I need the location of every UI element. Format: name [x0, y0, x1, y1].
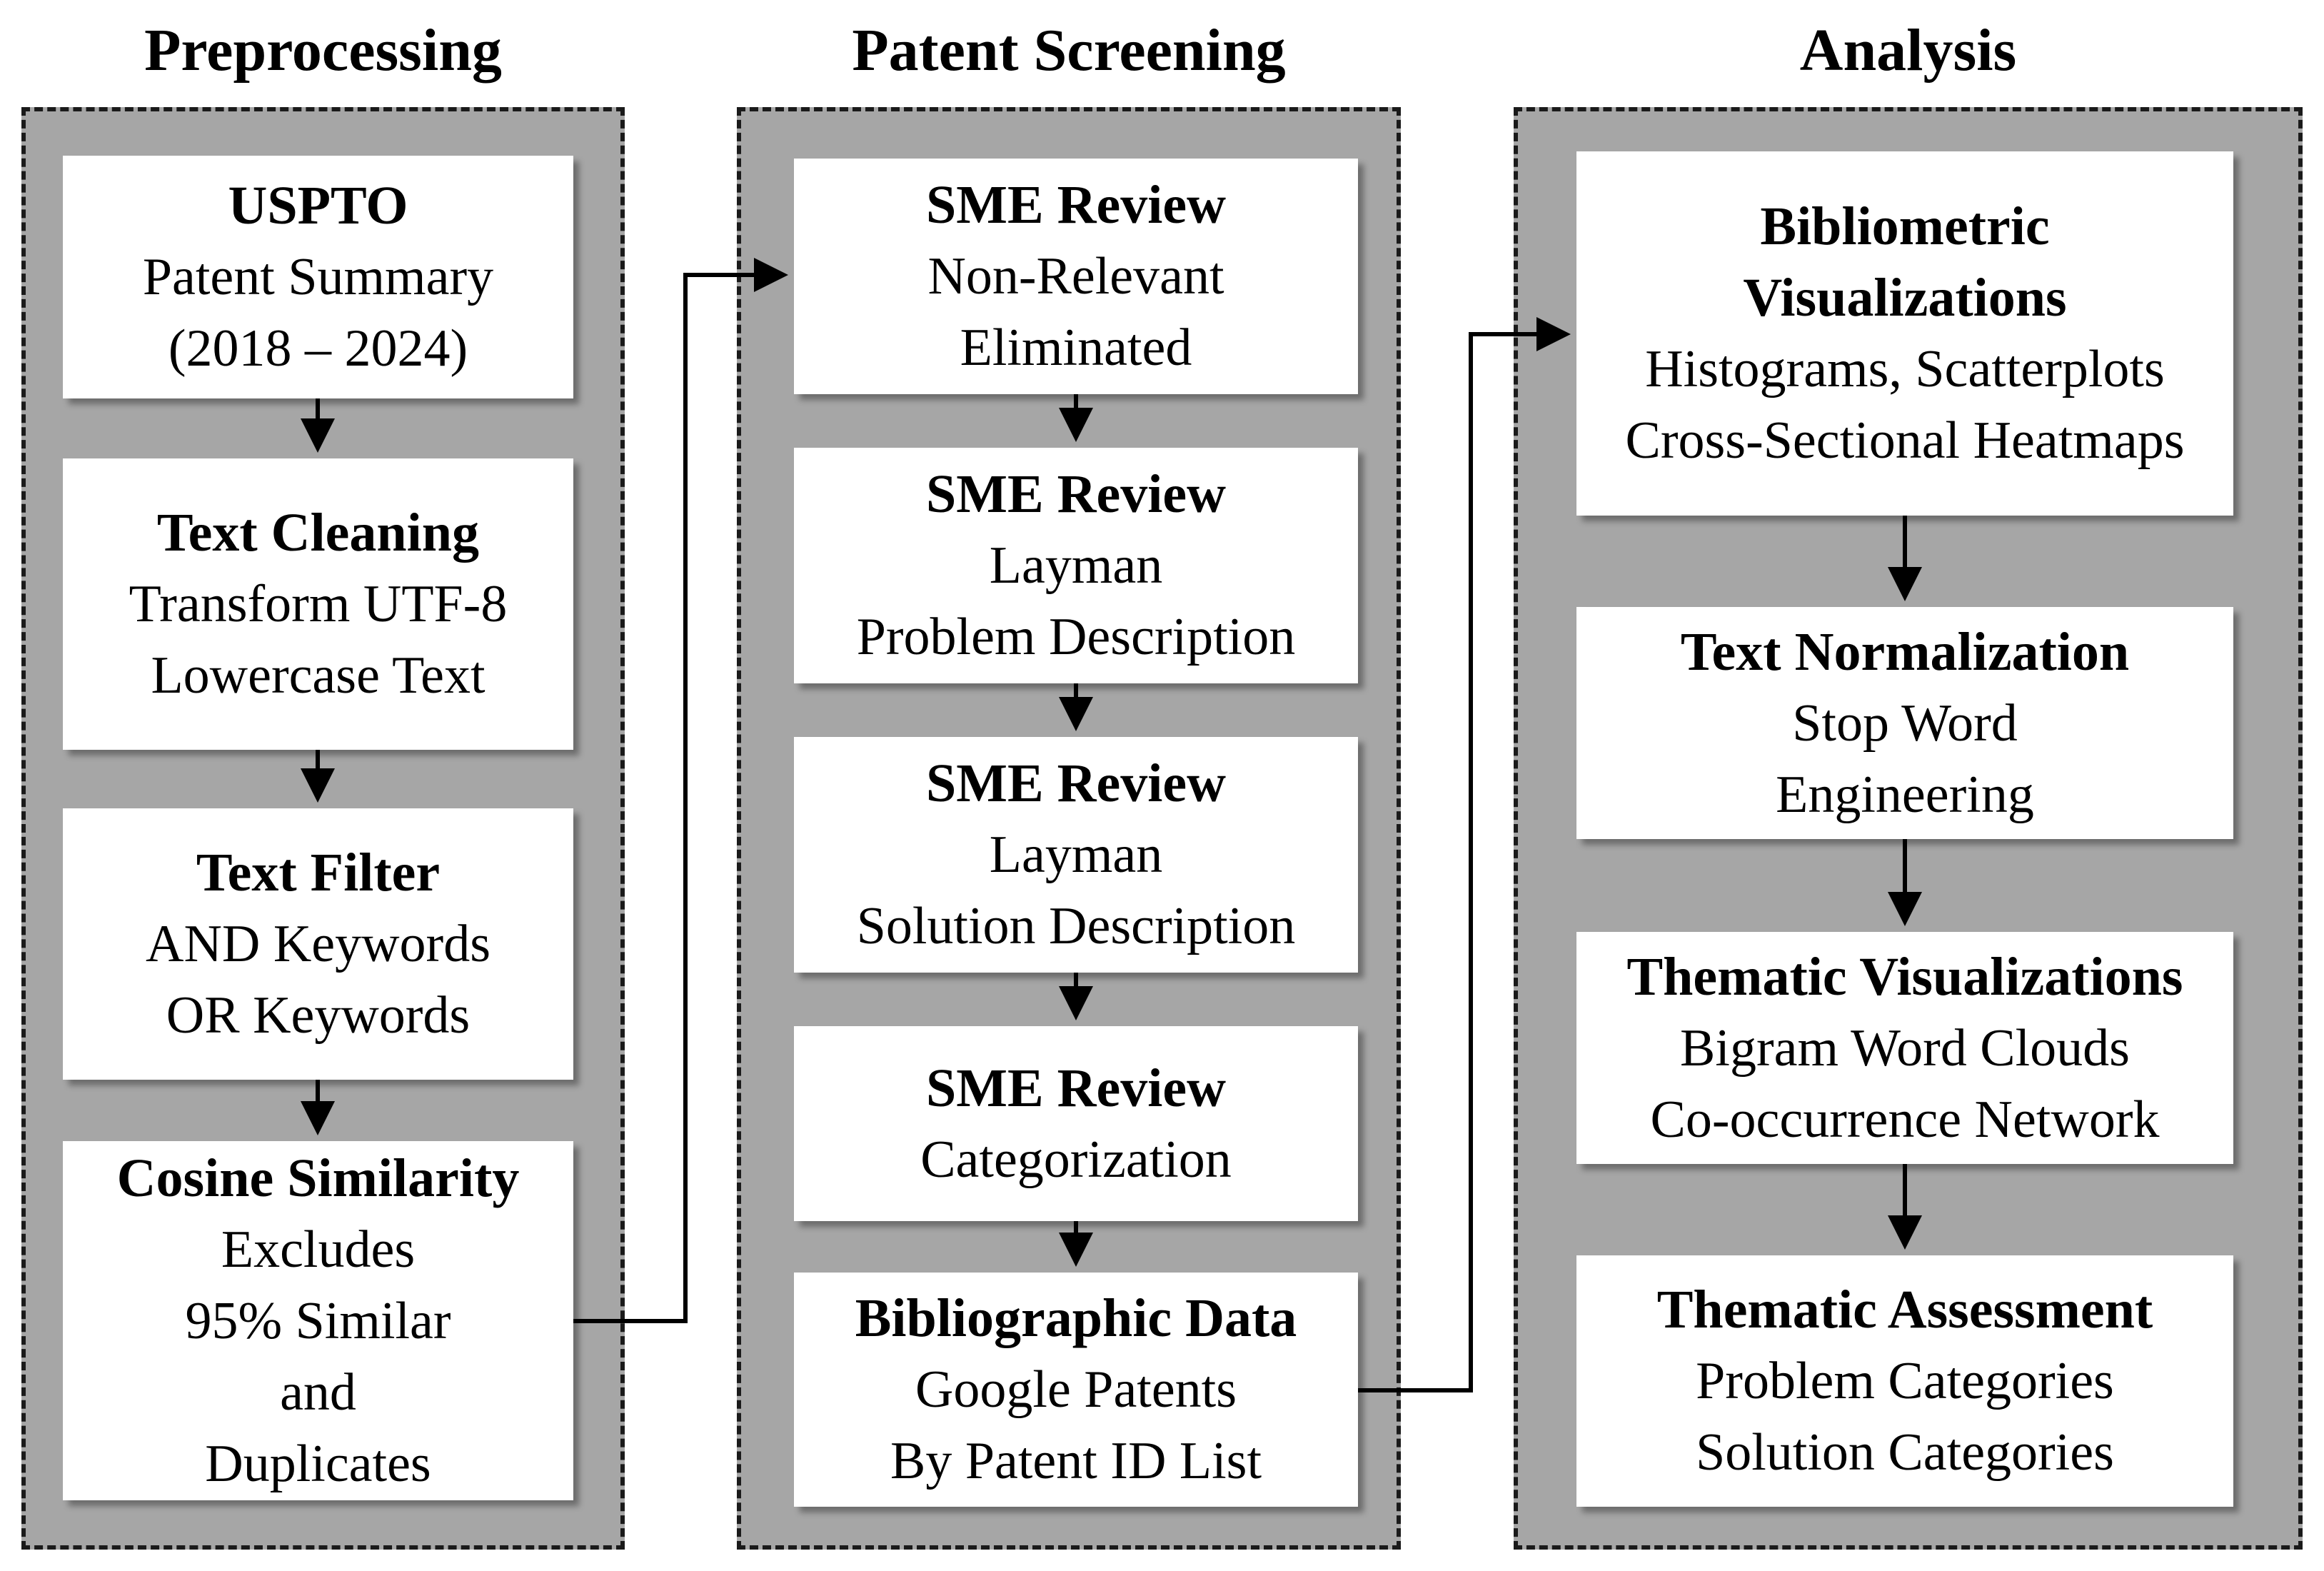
box-line: Non-Relevant: [927, 247, 1224, 306]
box-line: Stop Word: [1792, 693, 2018, 753]
text-filter-box: Text Filter AND Keywords OR Keywords: [63, 808, 573, 1080]
box-title: SME Review: [925, 753, 1227, 813]
box-line: Lowercase Text: [151, 646, 486, 705]
box-line: Co-occurrence Network: [1650, 1090, 2160, 1149]
box-line: Layman: [989, 536, 1163, 595]
thematic-assessment-box: Thematic Assessment Problem Categories S…: [1576, 1255, 2233, 1507]
box-title: Text Normalization: [1680, 621, 2130, 682]
thematic-visualizations-box: Thematic Visualizations Bigram Word Clou…: [1576, 932, 2233, 1164]
box-line: OR Keywords: [166, 986, 471, 1045]
sme-review-categorization-box: SME Review Categorization: [794, 1026, 1358, 1221]
sme-review-problem-box: SME Review Layman Problem Description: [794, 448, 1358, 683]
box-line: Duplicates: [205, 1434, 431, 1493]
box-line: Solution Description: [856, 897, 1296, 955]
box-title: SME Review: [925, 1058, 1227, 1118]
box-line: and: [280, 1362, 356, 1422]
bibliometric-visualizations-box: Bibliometric Visualizations Histograms, …: [1576, 151, 2233, 516]
preprocessing-header: Preprocessing: [144, 17, 502, 84]
box-line: Bigram Word Clouds: [1680, 1018, 2130, 1078]
box-line: Layman: [989, 825, 1163, 884]
box-line: Eliminated: [960, 318, 1192, 377]
box-title: Thematic Assessment: [1656, 1280, 2153, 1340]
box-title: Text Filter: [196, 843, 441, 903]
box-line: Problem Description: [856, 608, 1296, 666]
box-line: Solution Categories: [1696, 1423, 2114, 1482]
box-line: Cross-Sectional Heatmaps: [1625, 411, 2185, 470]
box-line: By Patent ID List: [890, 1432, 1262, 1490]
patent-screening-header: Patent Screening: [852, 17, 1286, 84]
box-title: Bibliographic Data: [855, 1288, 1297, 1348]
box-line: Patent Summary: [142, 248, 494, 306]
analysis-header: Analysis: [1799, 17, 2017, 84]
box-line: Google Patents: [915, 1360, 1237, 1419]
box-line: Engineering: [1776, 765, 2034, 824]
box-line: (2018 – 2024): [168, 319, 468, 378]
text-normalization-box: Text Normalization Stop Word Engineering: [1576, 607, 2233, 839]
box-title: Bibliometric Visualizations: [1743, 196, 2067, 328]
bibliographic-data-box: Bibliographic Data Google Patents By Pat…: [794, 1273, 1358, 1507]
box-title: SME Review: [925, 464, 1227, 524]
uspto-box: USPTO Patent Summary (2018 – 2024): [63, 156, 573, 398]
box-line: Transform UTF-8: [129, 575, 508, 633]
box-line: AND Keywords: [146, 915, 491, 973]
cosine-similarity-box: Cosine Similarity Excludes 95% Similar a…: [63, 1141, 573, 1500]
box-line: Histograms, Scatterplots: [1645, 340, 2165, 398]
box-line: 95% Similar: [185, 1291, 451, 1350]
box-title: USPTO: [228, 176, 408, 236]
sme-review-solution-box: SME Review Layman Solution Description: [794, 737, 1358, 973]
text-cleaning-box: Text Cleaning Transform UTF-8 Lowercase …: [63, 458, 573, 750]
box-title: Thematic Visualizations: [1626, 946, 2183, 1007]
box-line: Categorization: [920, 1130, 1232, 1189]
box-title: Text Cleaning: [156, 503, 480, 563]
sme-review-non-relevant-box: SME Review Non-Relevant Eliminated: [794, 159, 1358, 394]
box-line: Excludes: [221, 1220, 416, 1279]
box-title: Cosine Similarity: [116, 1148, 520, 1208]
box-title: SME Review: [925, 175, 1227, 235]
box-line: Problem Categories: [1696, 1352, 2114, 1410]
